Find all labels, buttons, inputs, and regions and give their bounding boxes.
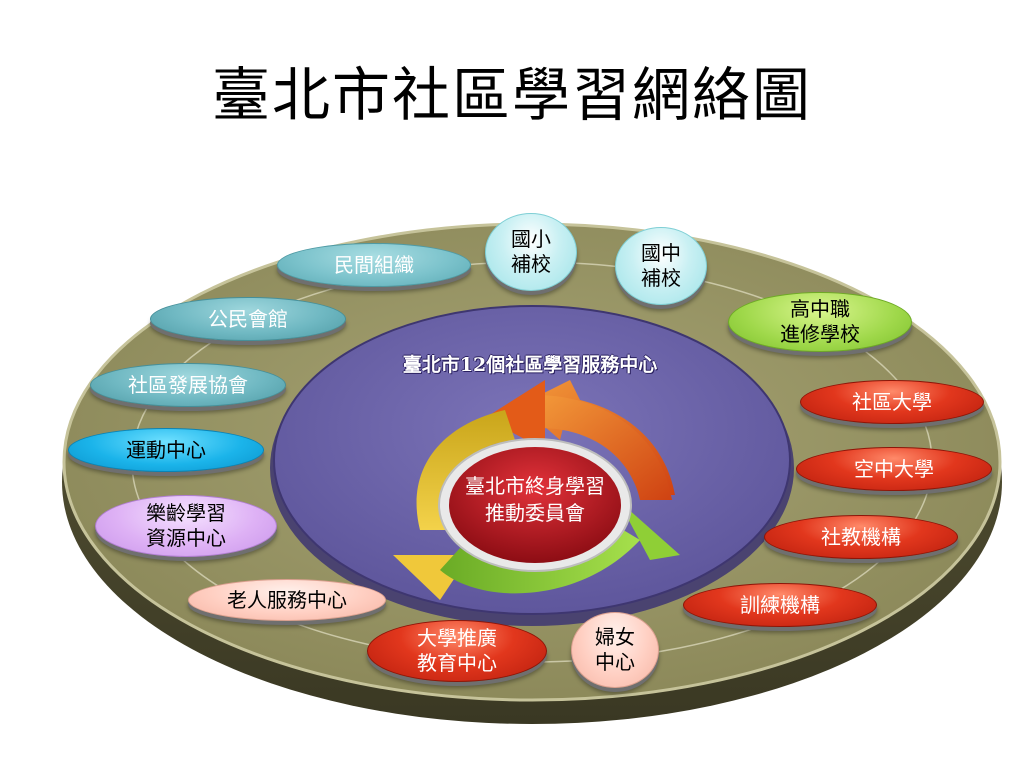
- node-label: 公民會館: [208, 306, 288, 331]
- node-label-2: 資源中心: [146, 526, 226, 550]
- node-kongzhong-daxue[interactable]: 空中大學: [796, 447, 992, 491]
- node-funv-zhongxin[interactable]: 婦女 中心: [571, 612, 659, 688]
- node-label: 民間組織: [334, 252, 414, 277]
- node-xunlian-jigou[interactable]: 訓練機構: [683, 583, 877, 627]
- node-label-1: 大學推廣: [417, 626, 497, 650]
- node-label-1: 婦女: [595, 625, 635, 649]
- node-label-1: 國中: [641, 241, 681, 265]
- service-center-title: 臺北市12個社區學習服務中心: [402, 354, 658, 376]
- node-label-2: 補校: [511, 252, 551, 276]
- node-label-2: 中心: [595, 650, 635, 674]
- node-label-1: 樂齡學習: [146, 501, 226, 525]
- node-label: 社區發展協會: [128, 372, 248, 397]
- node-label: 運動中心: [126, 437, 206, 462]
- node-label: 社區大學: [852, 389, 932, 414]
- hub-core: [449, 447, 621, 563]
- node-label-1: 高中職: [790, 297, 850, 321]
- node-label-2: 補校: [641, 266, 681, 290]
- cycle-arrow-green-head: [618, 500, 680, 560]
- hub-line-1: 臺北市終身學習: [465, 474, 605, 498]
- page-title: 臺北市社區學習網絡圖: [211, 61, 812, 129]
- node-daxue-tuiguang[interactable]: 大學推廣 教育中心: [367, 620, 547, 682]
- node-label-1: 國小: [511, 227, 551, 251]
- hub-line-2: 推動委員會: [485, 501, 585, 525]
- node-gongmin-huiguan[interactable]: 公民會館: [150, 297, 346, 341]
- node-yundong-zhongxin[interactable]: 運動中心: [68, 428, 264, 472]
- cycle-arrow-orange-head: [485, 380, 545, 450]
- node-laoren-fuwu[interactable]: 老人服務中心: [188, 579, 386, 621]
- node-label-2: 進修學校: [780, 322, 860, 346]
- hub-label: 臺北市終身學習 推動委員會: [440, 473, 630, 527]
- node-label: 空中大學: [854, 456, 934, 481]
- hub-committee[interactable]: 臺北市終身學習 推動委員會: [440, 455, 630, 565]
- node-label-2: 教育中心: [417, 651, 497, 675]
- node-minjian-zuzhi[interactable]: 民間組織: [277, 243, 471, 287]
- node-shejiao-jigou[interactable]: 社教機構: [764, 515, 958, 559]
- node-label: 社教機構: [821, 524, 901, 549]
- node-gaozhongzhi-jinxiu[interactable]: 高中職 進修學校: [728, 292, 912, 352]
- node-label: 老人服務中心: [227, 587, 347, 612]
- node-guozhong-buxiao[interactable]: 國中 補校: [615, 227, 707, 305]
- cycle-arrow-green-body: [440, 525, 640, 594]
- cycle-arrow-orange-body: [535, 395, 672, 500]
- node-label: 訓練機構: [740, 592, 820, 617]
- node-leling-xuexi[interactable]: 樂齡學習 資源中心: [95, 495, 277, 557]
- node-shequ-fazhan-xiehui[interactable]: 社區發展協會: [90, 363, 286, 407]
- node-guoxiao-buxiao[interactable]: 國小 補校: [485, 213, 577, 291]
- node-shequ-daxue[interactable]: 社區大學: [800, 380, 984, 424]
